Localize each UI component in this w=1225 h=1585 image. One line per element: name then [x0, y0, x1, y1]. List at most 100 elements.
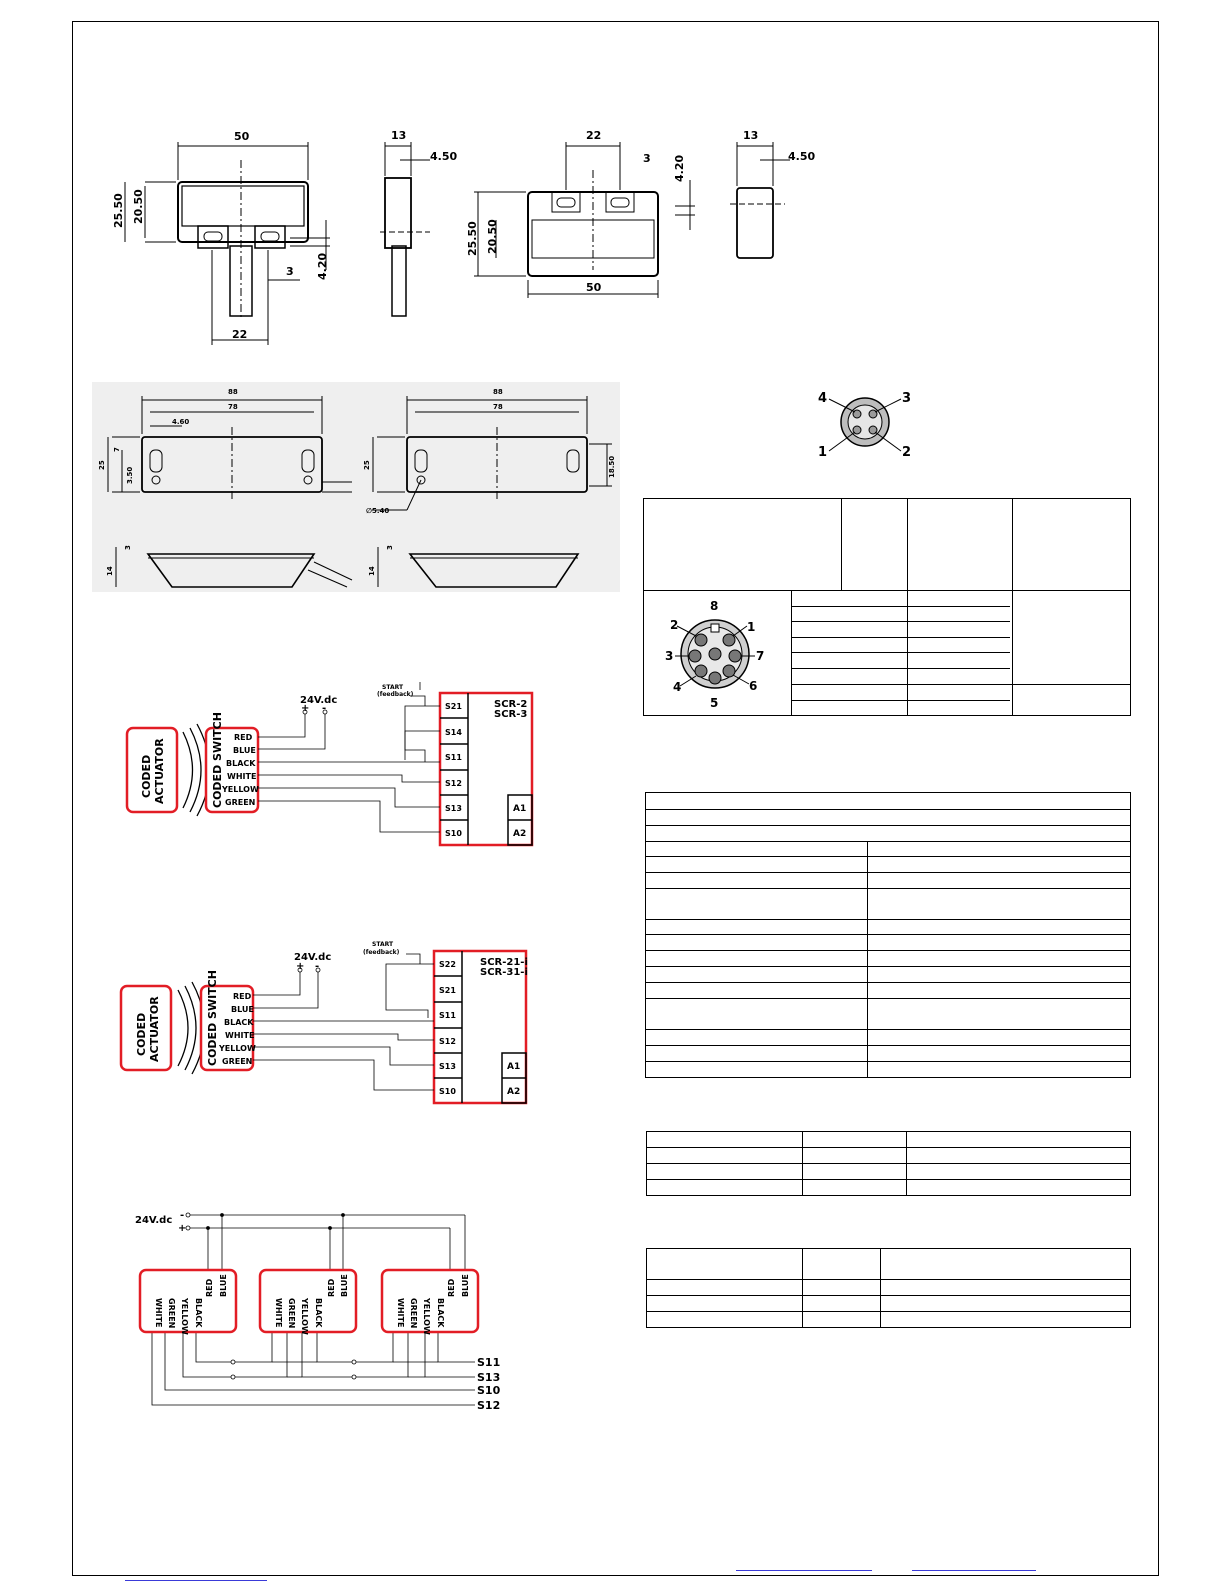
- m1-wire-green: GREEN: [167, 1298, 176, 1328]
- wire2-black: BLACK: [224, 1018, 254, 1027]
- pin8-label-8: 8: [710, 599, 718, 613]
- dim-hole-b: 3: [643, 152, 651, 165]
- terminal2-s12: S12: [439, 1037, 456, 1046]
- dim-height-a: 25: [98, 460, 106, 470]
- terminal2-s10: S10: [439, 1087, 456, 1096]
- wire-green: GREEN: [225, 798, 255, 807]
- dim-spacing-a: 22: [232, 328, 247, 341]
- terminal-s11: S11: [445, 753, 462, 762]
- m2-wire-green: GREEN: [287, 1298, 296, 1328]
- footer-link-3[interactable]: [125, 1580, 267, 1581]
- pin8-label-3: 3: [665, 649, 673, 663]
- dim-overall-a: 88: [228, 388, 238, 396]
- dim-height-outer-b: 25.50: [466, 221, 479, 256]
- output-s13: S13: [477, 1371, 500, 1384]
- dim-side-b: 18.50: [608, 456, 616, 478]
- m2-wire-white: WHITE: [274, 1298, 283, 1327]
- wiring-diagram-3: 24V.dc - + WHITE GREEN YELLOW BLACK RED …: [135, 1210, 501, 1412]
- dim-step-b: 4.50: [788, 150, 815, 163]
- m3-wire-blue: BLUE: [461, 1274, 470, 1297]
- dim-height-b: 25: [363, 460, 371, 470]
- wire2-yellow: YELLOW: [218, 1044, 256, 1053]
- wire2-green: GREEN: [222, 1057, 252, 1066]
- terminal2-s22: S22: [439, 960, 456, 969]
- dim-hole-a: 3: [286, 265, 294, 278]
- dim-width-a: 50: [234, 130, 250, 143]
- plus3-sign: +: [178, 1223, 186, 1234]
- pin8-label-5: 5: [710, 696, 718, 710]
- start2-label: START: [372, 941, 394, 948]
- dim-upper-a: 7: [113, 447, 121, 452]
- spec-table: [645, 792, 1131, 1078]
- dim-offset-a: 4.20: [316, 253, 329, 280]
- dim-thickness-a: 14: [106, 566, 114, 576]
- pin-label-2: 2: [902, 445, 911, 460]
- minus-sign: -: [322, 703, 326, 714]
- terminal-a2: A2: [513, 829, 526, 839]
- wire2-blue: BLUE: [231, 1005, 254, 1014]
- pin-label-3: 3: [902, 391, 911, 406]
- pin8-label-2: 2: [670, 618, 678, 632]
- supply2-label: 24V.dc: [294, 952, 331, 963]
- page-border: [72, 21, 1159, 1576]
- coded-switch-label: CODED SWITCH: [211, 712, 224, 808]
- dim-edge-a: 4.60: [172, 418, 189, 426]
- dimension-drawing-top: 50 25.50 20.50 3 4.20 22 13 4.50 22 3 4.…: [112, 129, 815, 345]
- minus3-sign: -: [180, 1210, 184, 1221]
- dim-height-outer-a: 25.50: [112, 193, 125, 228]
- dim-pitch-b: 78: [493, 403, 503, 411]
- table-small-1: [646, 1131, 1131, 1196]
- wire2-white: WHITE: [225, 1031, 254, 1040]
- m1-wire-yellow: YELLOW: [180, 1297, 189, 1335]
- dim-hole-dia-b: ∅5.40: [366, 507, 389, 515]
- wire-blue: BLUE: [233, 746, 256, 755]
- m1-wire-blue: BLUE: [219, 1274, 228, 1297]
- m3-wire-black: BLACK: [436, 1298, 445, 1328]
- dim-lip-a: 3: [124, 545, 132, 550]
- pin8-label-1: 1: [747, 620, 755, 634]
- relay-label-1: SCR-2: [494, 699, 527, 710]
- pin-label-1: 1: [818, 445, 827, 460]
- wire-white: WHITE: [227, 772, 256, 781]
- pinout-table: [643, 498, 1131, 716]
- relay2-label-2: SCR-31-i: [480, 967, 528, 978]
- output-s12: S12: [477, 1399, 500, 1412]
- long-sensor-panel: [92, 382, 620, 592]
- pin-label-4: 4: [818, 391, 827, 406]
- dim-thickness-b: 14: [368, 566, 376, 576]
- dim-offset-b: 4.20: [673, 155, 686, 182]
- relay-label-2: SCR-3: [494, 709, 527, 720]
- supply3-label: 24V.dc: [135, 1215, 172, 1226]
- feedback-label: (feedback): [377, 691, 414, 698]
- output-s10: S10: [477, 1384, 501, 1397]
- dim-lower-a: 3.50: [126, 467, 134, 484]
- terminal-s13: S13: [445, 804, 462, 813]
- m2-wire-red: RED: [327, 1278, 336, 1297]
- pin8-label-4: 4: [673, 680, 681, 694]
- m2-wire-black: BLACK: [314, 1298, 323, 1328]
- actuator-label-2: ACTUATOR: [153, 738, 166, 804]
- connector-4pin-icon: 4 3 1 2: [818, 391, 911, 460]
- pin8-label-7: 7: [756, 649, 764, 663]
- dimension-drawing-long: 88 78 4.60 25 7 3.50 3 14 88 78 25 18.50…: [98, 388, 616, 588]
- actuator2-label-1: CODED: [135, 1013, 148, 1056]
- m3-wire-red: RED: [447, 1278, 456, 1297]
- wire2-red: RED: [233, 992, 252, 1001]
- actuator2-label-2: ACTUATOR: [148, 996, 161, 1062]
- dim-height-inner-a: 20.50: [132, 189, 145, 224]
- terminal-s10: S10: [445, 829, 462, 838]
- terminal2-a2: A2: [507, 1087, 520, 1097]
- dim-width-b: 50: [586, 281, 602, 294]
- supply-label: 24V.dc: [300, 695, 337, 706]
- terminal2-a1: A1: [507, 1062, 520, 1072]
- dim-spacing-b: 22: [586, 129, 601, 142]
- dim-pitch-a: 78: [228, 403, 238, 411]
- relay2-label-1: SCR-21-i: [480, 957, 528, 968]
- m3-wire-green: GREEN: [409, 1298, 418, 1328]
- feedback2-label: (feedback): [363, 949, 400, 956]
- wire-yellow: YELLOW: [221, 785, 259, 794]
- wiring-diagram-2: CODED ACTUATOR CODED SWITCH RED BLUE BLA…: [119, 941, 528, 1105]
- footer-link-2[interactable]: [912, 1570, 1036, 1571]
- dim-step-a: 4.50: [430, 150, 457, 163]
- footer-link-1[interactable]: [736, 1570, 872, 1571]
